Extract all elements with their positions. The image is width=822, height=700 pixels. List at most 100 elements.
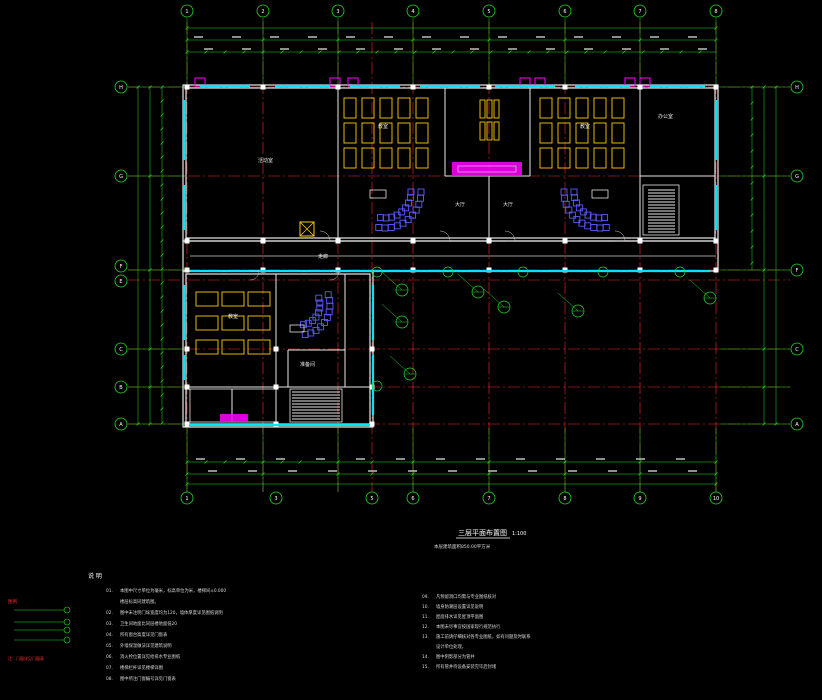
room-label-corridor: 走廊 — [318, 253, 328, 260]
column — [184, 238, 190, 244]
desk — [593, 97, 607, 119]
dim-tick — [679, 50, 683, 54]
desk — [195, 339, 219, 355]
section-leader — [457, 273, 479, 293]
dim-text-mark — [596, 458, 605, 460]
axis-bubble-right: G — [790, 169, 804, 183]
note-text: 楼层标高同建筑图。 — [120, 598, 159, 605]
axis-bubble-left: B — [114, 380, 128, 394]
top-door-marker — [329, 77, 341, 87]
axis-bubble-circle — [790, 417, 804, 431]
dim-text-mark — [384, 36, 393, 38]
seat-arc — [393, 222, 401, 230]
dim-text-mark — [318, 48, 327, 50]
axis-bubble-circle — [180, 4, 194, 18]
dim-tick — [160, 365, 164, 369]
dim-tick — [714, 38, 718, 42]
teacher-desk — [591, 189, 609, 199]
seat-arc — [562, 200, 570, 208]
column — [410, 84, 416, 90]
dim-tick — [160, 85, 164, 89]
desk — [195, 291, 219, 307]
dimension-lines — [136, 26, 778, 486]
axis-bubble-circle — [114, 169, 128, 183]
dim-tick — [603, 50, 607, 54]
dim-tick — [299, 50, 303, 54]
desk — [343, 97, 357, 119]
seat-arc — [584, 222, 592, 230]
dim-tick — [750, 133, 754, 137]
desk — [247, 339, 271, 355]
axis-bubble-label: F — [796, 268, 799, 274]
section-leader — [483, 288, 505, 308]
desk — [221, 291, 245, 307]
axis-bubble-bottom: 7 — [482, 491, 496, 505]
detail-marker — [517, 266, 529, 278]
dim-tick — [394, 50, 398, 54]
dim-tick — [563, 38, 567, 42]
dim-tick — [411, 472, 415, 476]
column — [184, 421, 190, 427]
dim-tick — [261, 460, 265, 464]
axis-bubble-left: C — [114, 342, 128, 356]
dim-tick — [750, 101, 754, 105]
note-text: 图中未注明门垛宽度均为120，墙体厚度详见图纸说明 — [120, 609, 223, 616]
dim-tick — [160, 407, 164, 411]
dim-tick — [148, 174, 152, 178]
dim-tick — [750, 245, 754, 249]
dim-tick — [160, 183, 164, 187]
note-text: 消火栓位置详见给排水专业图纸 — [120, 653, 181, 660]
dim-tick — [762, 347, 766, 351]
door-swing — [504, 230, 516, 242]
seat-arc — [417, 194, 424, 202]
dim-tick — [451, 50, 455, 54]
seat-arc — [568, 211, 576, 219]
dim-text-mark — [688, 470, 697, 472]
dim-text-mark — [574, 36, 583, 38]
axis-bubble-bottom: 6 — [406, 491, 420, 505]
dim-tick — [660, 50, 664, 54]
section-leader — [381, 303, 403, 323]
dim-text-mark — [608, 470, 617, 472]
note-number: 07. — [106, 665, 113, 671]
note-text: 所有管井待设备安装完毕后封堵 — [436, 663, 497, 670]
axis-bubble-left: F — [114, 259, 128, 273]
desk — [361, 122, 375, 144]
dim-tick — [148, 385, 152, 389]
seat-arc — [315, 294, 323, 302]
window-openings — [182, 84, 718, 427]
dim-tick — [370, 460, 374, 464]
column — [486, 84, 492, 90]
dim-text-mark — [476, 458, 485, 460]
column — [369, 346, 375, 352]
dim-tick — [204, 50, 208, 54]
dim-tick — [160, 211, 164, 215]
desk — [539, 122, 553, 144]
building-walls — [182, 77, 719, 428]
dim-tick — [638, 38, 642, 42]
seat-arc — [595, 214, 603, 222]
desk — [486, 99, 493, 119]
dim-tick — [160, 295, 164, 299]
dim-tick — [432, 50, 436, 54]
axis-bubble-bottom: 8 — [558, 491, 572, 505]
dim-tick — [160, 309, 164, 313]
dim-tick — [261, 50, 265, 54]
note-text: 图中所注门窗编号详见门窗表 — [120, 675, 177, 682]
axis-bubble-label: 1 — [185, 9, 188, 15]
dim-tick — [375, 50, 379, 54]
note-number: 08. — [106, 676, 113, 682]
seat-arc — [560, 188, 568, 196]
note-number: 13. — [422, 634, 429, 640]
drawing-subtitle: 本层建筑面积850.00平方米 — [434, 543, 491, 550]
dim-text-mark — [236, 458, 245, 460]
dim-text-mark — [676, 458, 685, 460]
note-number: 02. — [106, 610, 113, 616]
desk — [361, 97, 375, 119]
stair-lower — [289, 388, 343, 423]
axis-bubble-label: 8 — [563, 496, 566, 502]
axis-bubble-top: 4 — [406, 4, 420, 18]
dim-tick — [762, 385, 766, 389]
axis-bubble-label: C — [119, 347, 123, 353]
